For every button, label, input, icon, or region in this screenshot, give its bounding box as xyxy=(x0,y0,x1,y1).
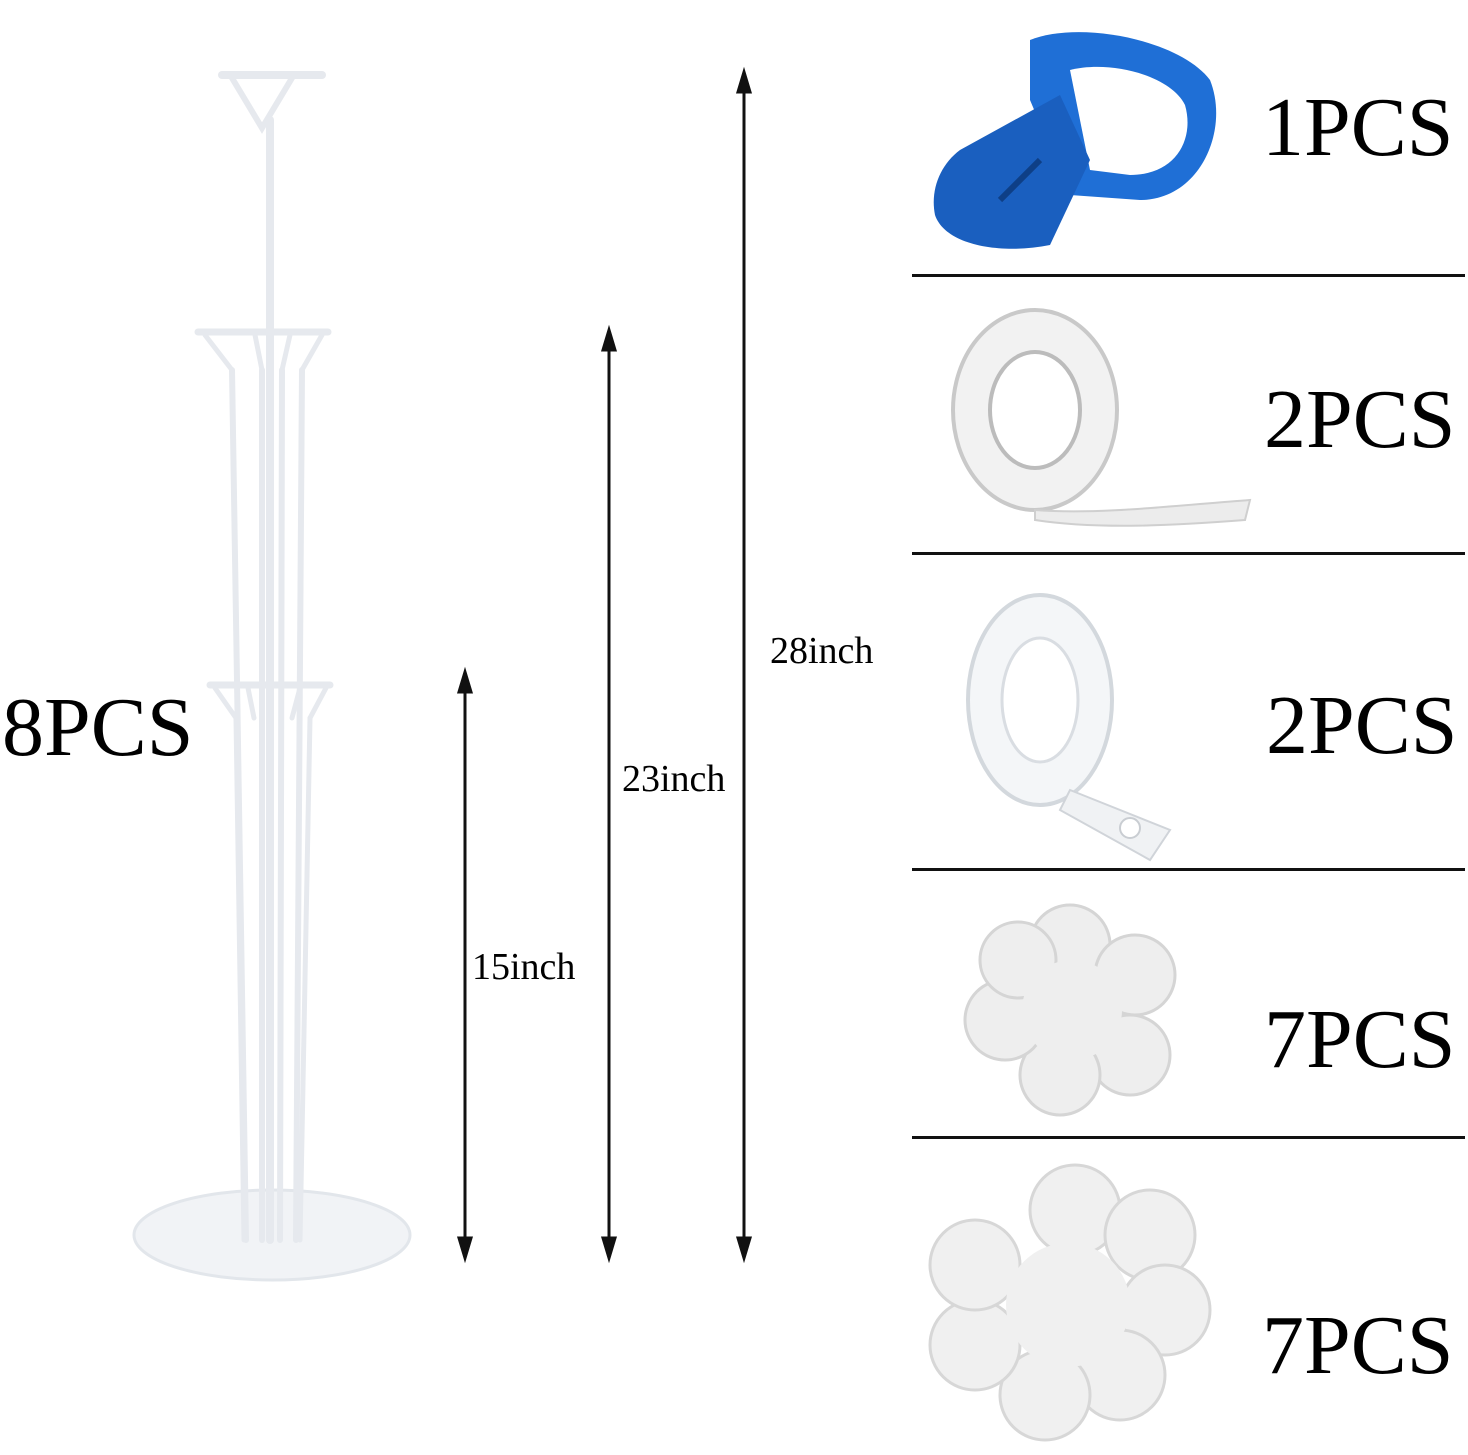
accessory-count-3: 2PCS xyxy=(1266,679,1458,772)
divider-4 xyxy=(912,1136,1465,1139)
flower-clip-large-icon xyxy=(928,1163,1212,1442)
glue-dot-roll-icon xyxy=(951,308,1252,527)
divider-2 xyxy=(912,552,1465,555)
divider-1 xyxy=(912,274,1465,277)
accessory-count-5: 7PCS xyxy=(1262,1299,1454,1392)
accessory-count-1: 1PCS xyxy=(1262,81,1454,174)
balloon-stand-icon xyxy=(132,71,412,1282)
stand-count-label: 8PCS xyxy=(2,681,194,774)
divider-3 xyxy=(912,868,1465,871)
clear-tape-roll-icon xyxy=(966,593,1172,862)
dimension-arrows xyxy=(456,66,753,1264)
flower-clip-small-icon xyxy=(963,903,1177,1117)
dimension-label-28: 28inch xyxy=(770,630,874,672)
balloon-tie-tool-icon xyxy=(933,32,1217,249)
dimension-label-23: 23inch xyxy=(622,758,726,800)
accessory-count-2: 2PCS xyxy=(1264,373,1456,466)
accessory-count-4: 7PCS xyxy=(1264,993,1456,1086)
dimension-label-15: 15inch xyxy=(472,946,576,988)
